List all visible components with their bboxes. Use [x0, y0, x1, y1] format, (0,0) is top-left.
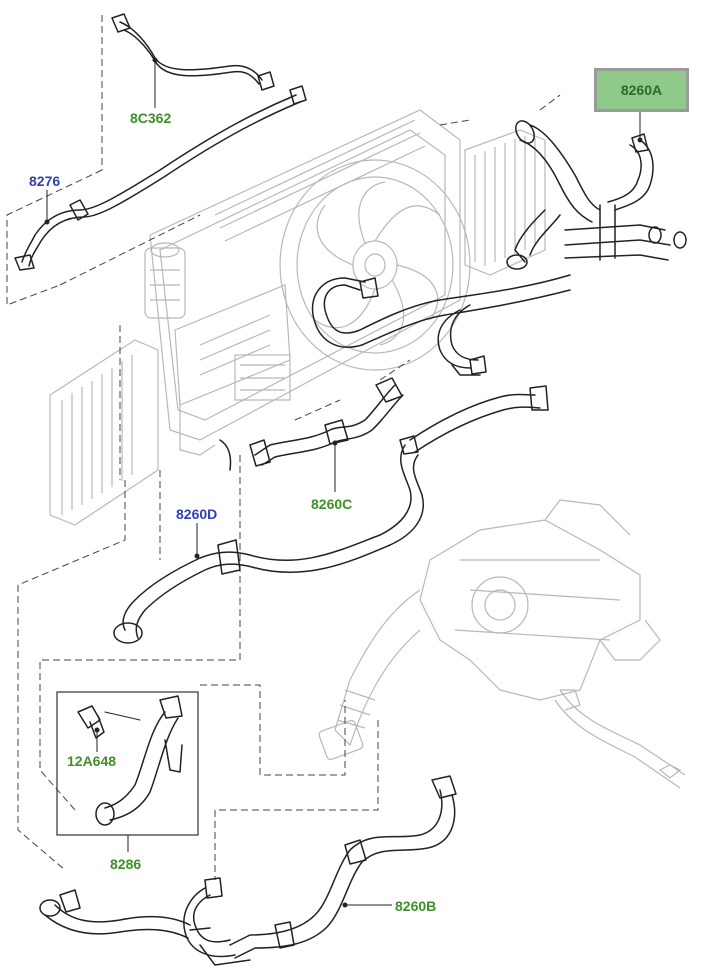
- label-8260c: 8260C: [311, 496, 353, 512]
- label-8286: 8286: [110, 856, 142, 872]
- hose-line-art: [14, 13, 687, 966]
- engine-block-ghost: [318, 499, 686, 789]
- hose-8260b: [39, 775, 457, 966]
- radiator-assembly: [49, 109, 546, 526]
- label-8260a: 8260A: [620, 82, 663, 98]
- label-8260d: 8260D: [176, 506, 218, 522]
- label-8276: 8276: [29, 173, 61, 189]
- label-12a648: 12A648: [67, 753, 117, 769]
- hose-8260d: [113, 439, 391, 644]
- leader-lines: [44, 57, 643, 908]
- label-8c362: 8C362: [130, 110, 172, 126]
- hose-8286: [95, 695, 183, 826]
- label-8260b: 8260B: [395, 898, 437, 914]
- reference-dashed-lines: [6, 15, 561, 880]
- hose-8260c: [249, 377, 549, 546]
- pipe-8276: [14, 85, 307, 271]
- hose-8260a: [311, 120, 687, 376]
- clip-12a648: [77, 705, 141, 739]
- highlighted-part-box: 8260A: [594, 68, 689, 112]
- pipe-8c362: [111, 13, 275, 91]
